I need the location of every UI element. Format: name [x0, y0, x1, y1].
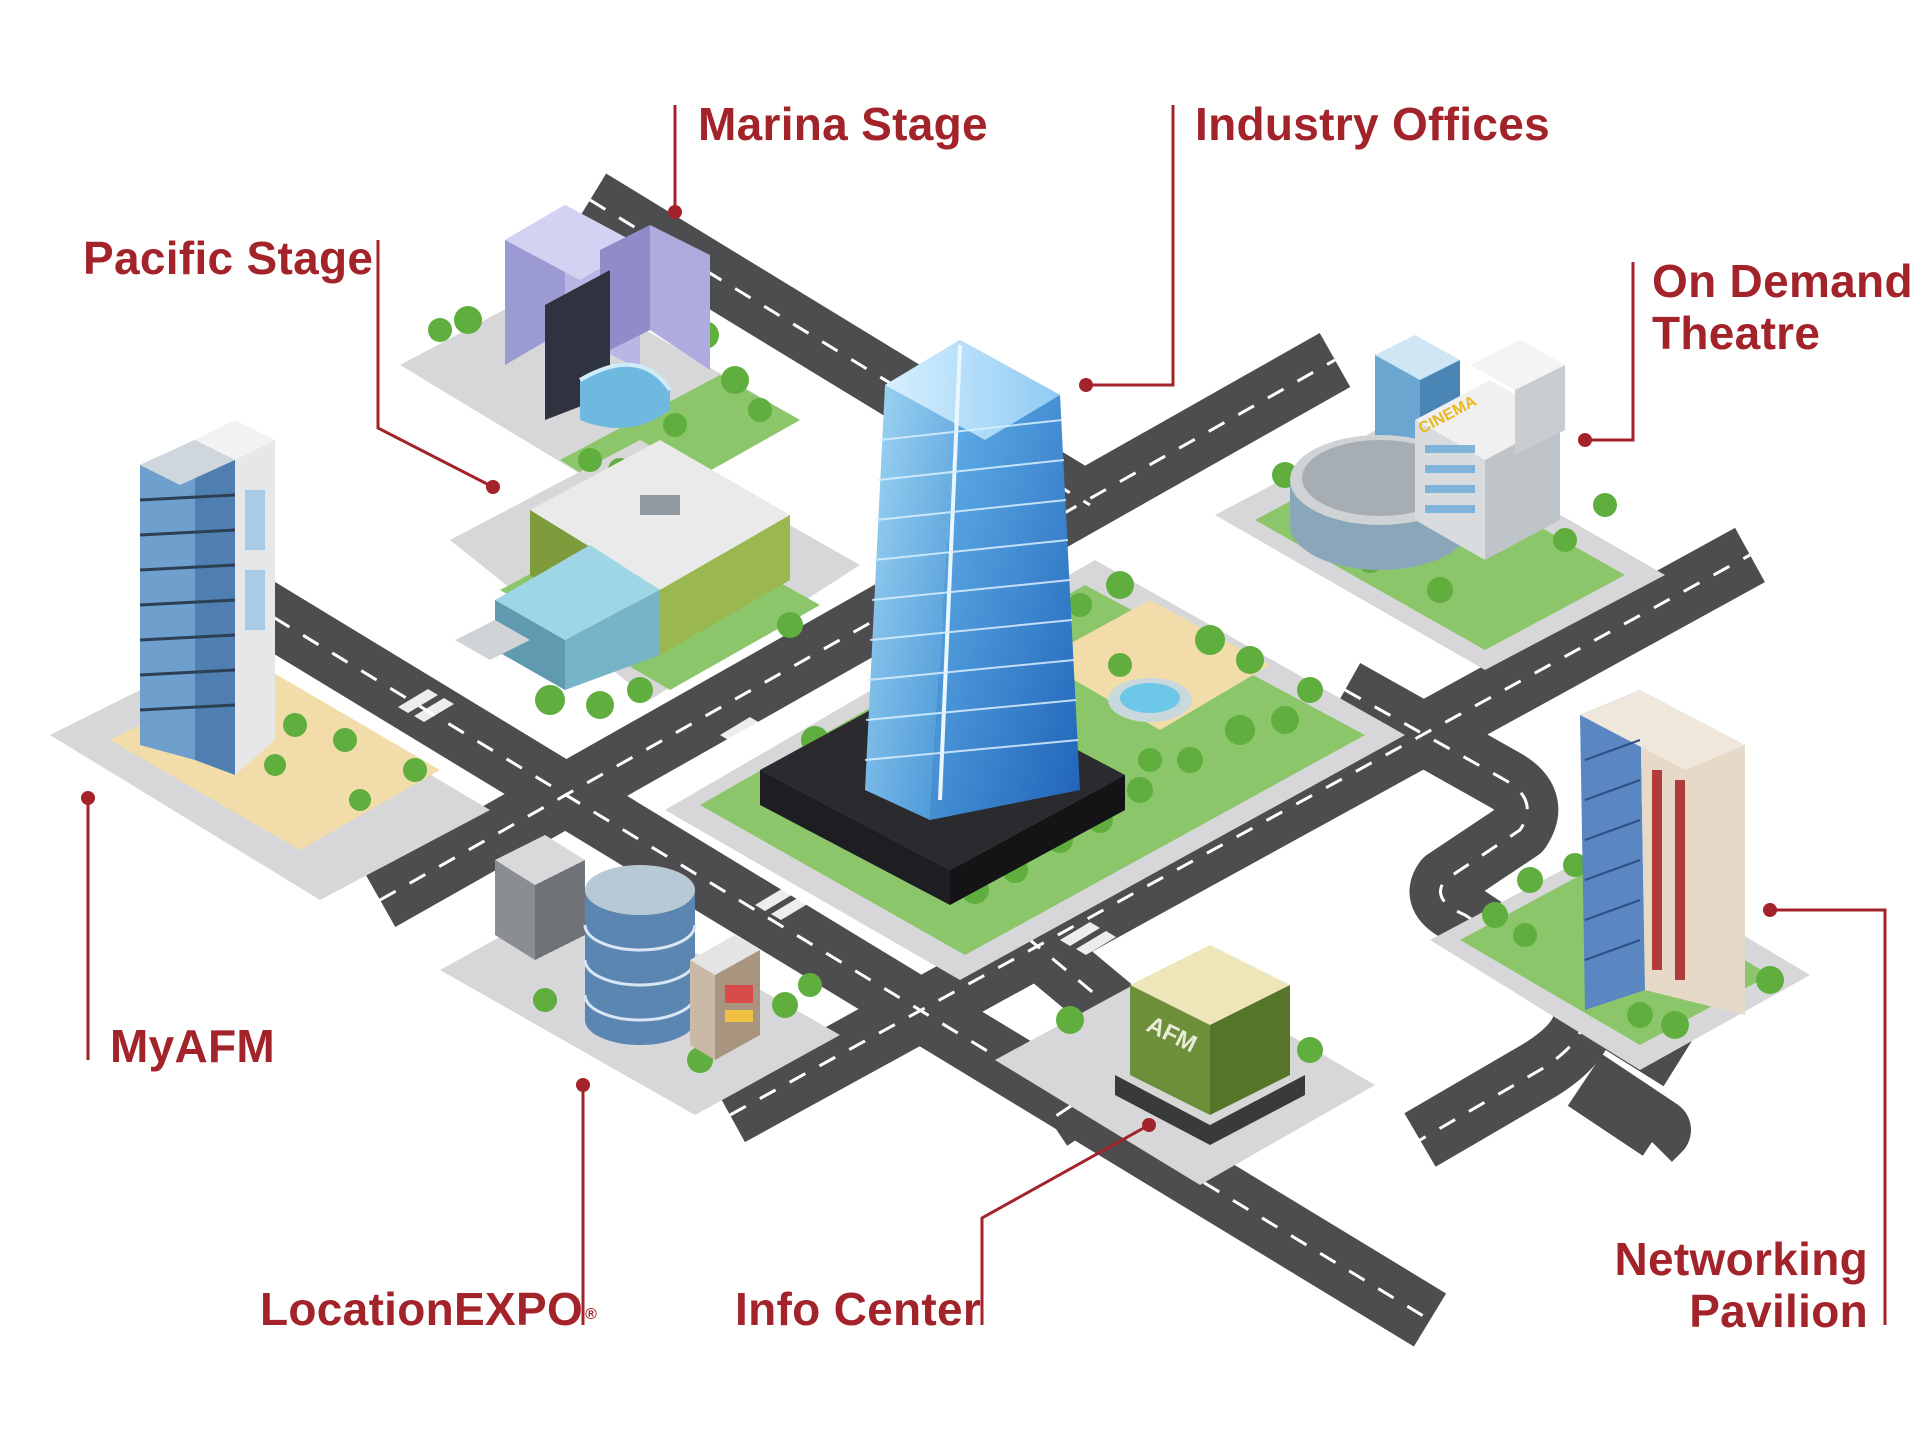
location-expo-label[interactable]: LocationEXPO® [260, 1283, 597, 1335]
on-demand-theatre-building: CINEMA [1290, 335, 1565, 570]
on-demand-theatre-line2: Theatre [1652, 307, 1821, 359]
leader-lines [86, 105, 1887, 1325]
pacific-stage-building [455, 440, 790, 690]
pacific-stage-label[interactable]: Pacific Stage [83, 232, 374, 284]
networking-pavilion-label[interactable]: Networking Pavilion [1615, 1233, 1868, 1337]
networking-pavilion-line1: Networking [1614, 1233, 1868, 1285]
info-center-afm-building: AFM [1115, 945, 1305, 1145]
location-expo-buildings [495, 835, 760, 1060]
myafm-label[interactable]: MyAFM [110, 1020, 276, 1072]
info-center-label[interactable]: Info Center [735, 1283, 982, 1335]
on-demand-theatre-line1: On Demand [1652, 255, 1913, 307]
networking-pavilion-tower [1580, 690, 1745, 1015]
networking-pavilion-line2: Pavilion [1689, 1285, 1868, 1337]
industry-offices-label[interactable]: Industry Offices [1195, 98, 1550, 150]
registered-mark: ® [585, 1306, 598, 1323]
on-demand-theatre-label[interactable]: On Demand Theatre [1652, 255, 1913, 359]
leader-dots [81, 205, 1777, 1132]
marina-stage-label[interactable]: Marina Stage [698, 98, 988, 150]
central-glass-tower [760, 340, 1125, 905]
marina-stage-building [505, 205, 710, 428]
myafm-tower [139, 420, 275, 775]
location-expo-name: LocationEXPO [260, 1283, 584, 1335]
